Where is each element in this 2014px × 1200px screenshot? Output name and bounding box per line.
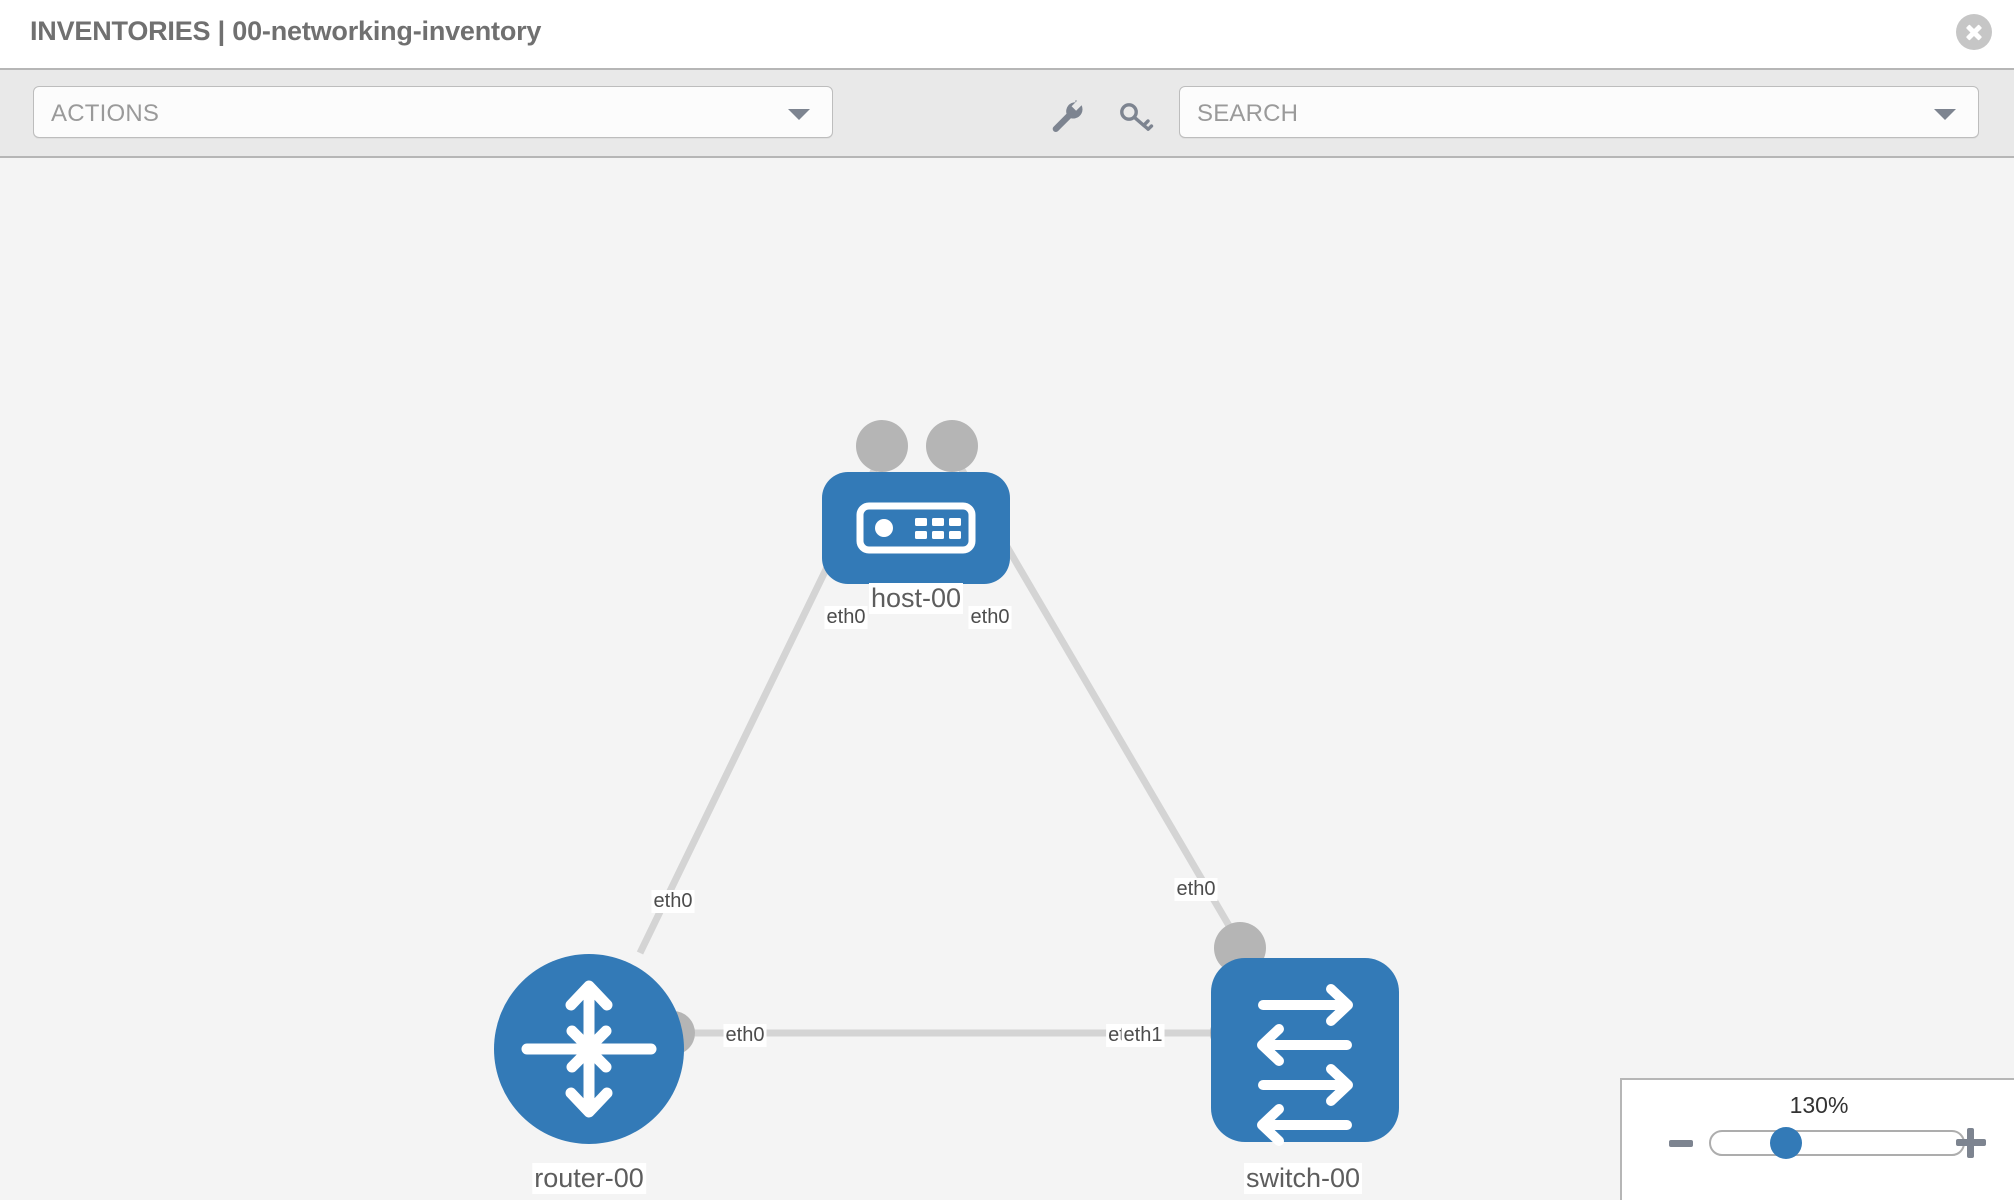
search-placeholder: SEARCH <box>1197 100 1299 127</box>
connector-host00-left <box>856 420 908 472</box>
iface-label: eth0 <box>651 890 695 913</box>
search-input[interactable]: SEARCH <box>1179 86 1979 138</box>
node-router-00 <box>494 954 684 1144</box>
chevron-down-icon[interactable] <box>788 109 810 120</box>
zoom-slider-thumb[interactable] <box>1770 1127 1802 1159</box>
page-header: INVENTORIES | 00-networking-inventory <box>0 0 2014 70</box>
minus-icon[interactable] <box>1669 1140 1693 1147</box>
key-icon[interactable] <box>1115 96 1155 136</box>
bidirectional-arrows-switch-icon <box>1257 984 1353 1146</box>
topology-canvas[interactable]: eth0 eth0 eth0 eth0 eth0 eth eth1 host-0… <box>0 158 2014 1200</box>
close-icon[interactable] <box>1956 14 1992 50</box>
zoom-control-panel: 130% <box>1620 1078 2014 1200</box>
four-arrows-router-icon <box>521 980 657 1118</box>
page-title: INVENTORIES | 00-networking-inventory <box>30 16 542 46</box>
plus-icon[interactable] <box>1956 1128 1986 1158</box>
node-label-host-00: host-00 <box>868 583 964 614</box>
toolbar: ACTIONS SEARCH <box>0 70 2014 158</box>
topology-graph <box>494 420 1399 1146</box>
actions-dropdown[interactable]: ACTIONS <box>33 86 833 138</box>
server-appliance-icon <box>856 502 976 554</box>
chevron-down-icon[interactable] <box>1934 109 1956 120</box>
actions-dropdown-label: ACTIONS <box>51 100 160 127</box>
node-label-switch-00: switch-00 <box>1243 1163 1363 1194</box>
zoom-level-value: 130% <box>1789 1092 1849 1118</box>
iface-label: eth0 <box>968 606 1012 629</box>
node-switch-00 <box>1211 958 1399 1146</box>
connector-host00-right <box>926 420 978 472</box>
iface-label: eth1 <box>1121 1024 1165 1047</box>
node-label-router-00: router-00 <box>532 1163 646 1194</box>
iface-label: eth0 <box>723 1024 767 1047</box>
iface-label: eth0 <box>824 606 868 629</box>
iface-label: eth0 <box>1174 878 1218 901</box>
zoom-slider[interactable] <box>1709 1130 1965 1156</box>
wrench-icon[interactable] <box>1046 96 1086 136</box>
node-host-00 <box>822 472 1010 584</box>
